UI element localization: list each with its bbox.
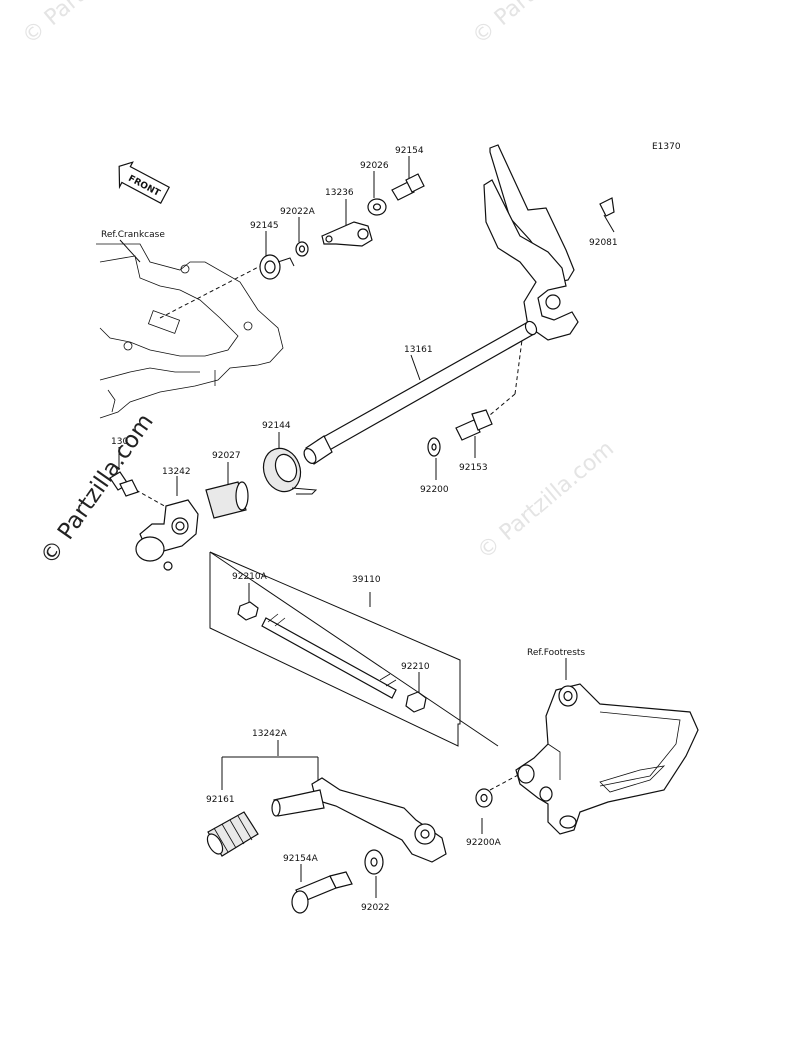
part-label-13236[interactable]: 13236	[325, 188, 354, 198]
ref-footrests-label: Ref.Footrests	[527, 648, 585, 658]
nut-92210A	[237, 601, 259, 621]
washer-92026	[367, 198, 387, 216]
washer-92200A	[475, 788, 493, 808]
part-label-92200A[interactable]: 92200A	[466, 838, 502, 848]
collar-92027	[205, 481, 249, 519]
bolt-92153	[455, 409, 493, 441]
bolt-130	[109, 471, 139, 497]
part-label-92081[interactable]: 92081	[589, 238, 618, 248]
part-label-13242[interactable]: 13242	[162, 467, 191, 477]
part-label-39110[interactable]: 39110	[352, 575, 381, 585]
washer-92022	[364, 849, 384, 875]
spring-92145	[259, 254, 295, 280]
faint-watermark-top-left: © Partzilla.com	[18, 0, 164, 50]
part-label-92144[interactable]: 92144	[262, 421, 291, 431]
faint-watermark-mid-right: © Partzilla.com	[473, 436, 619, 564]
part-label-92026[interactable]: 92026	[360, 161, 389, 171]
part-label-92153[interactable]: 92153	[459, 463, 488, 473]
ref-crankcase-label: Ref.Crankcase	[101, 230, 165, 240]
bolt-92154	[391, 173, 425, 201]
leader-lines	[118, 156, 615, 898]
crankcase-outline	[96, 243, 284, 419]
part-label-92200[interactable]: 92200	[420, 485, 449, 495]
rod-assembly-bracket	[209, 551, 499, 747]
part-label-13161[interactable]: 13161	[404, 345, 433, 355]
shift-fork	[483, 144, 615, 341]
bolt-92154A	[291, 871, 353, 914]
part-label-92027[interactable]: 92027	[212, 451, 241, 461]
shift-shaft	[303, 320, 538, 465]
front-arrow-icon: FRONT	[118, 161, 170, 204]
diagram-code: E1370	[652, 142, 681, 152]
part-label-92145[interactable]: 92145	[250, 221, 279, 231]
faint-watermark-top-right: © Partzilla.com	[468, 0, 614, 50]
nut-92210	[405, 691, 427, 713]
shift-arm-13242	[135, 499, 199, 571]
return-spring-92144	[262, 447, 318, 495]
part-label-92022[interactable]: 92022	[361, 903, 390, 913]
part-label-92210A[interactable]: 92210A	[232, 572, 268, 582]
part-label-92161[interactable]: 92161	[206, 795, 235, 805]
pedal-rubber-92161	[206, 811, 259, 857]
shift-pedal-13242A	[271, 777, 447, 863]
part-label-92154[interactable]: 92154	[395, 146, 424, 156]
lever-13236	[321, 221, 373, 247]
part-label-130[interactable]: 130	[111, 437, 128, 447]
part-label-92154A[interactable]: 92154A	[283, 854, 319, 864]
footrest-bracket-outline	[515, 683, 699, 835]
part-label-13242A[interactable]: 13242A	[252, 729, 288, 739]
part-label-92210[interactable]: 92210	[401, 662, 430, 672]
washer-92200	[427, 437, 441, 457]
washer-92022A	[295, 241, 309, 257]
part-label-92022A[interactable]: 92022A	[280, 207, 316, 217]
tie-rod	[261, 613, 397, 699]
